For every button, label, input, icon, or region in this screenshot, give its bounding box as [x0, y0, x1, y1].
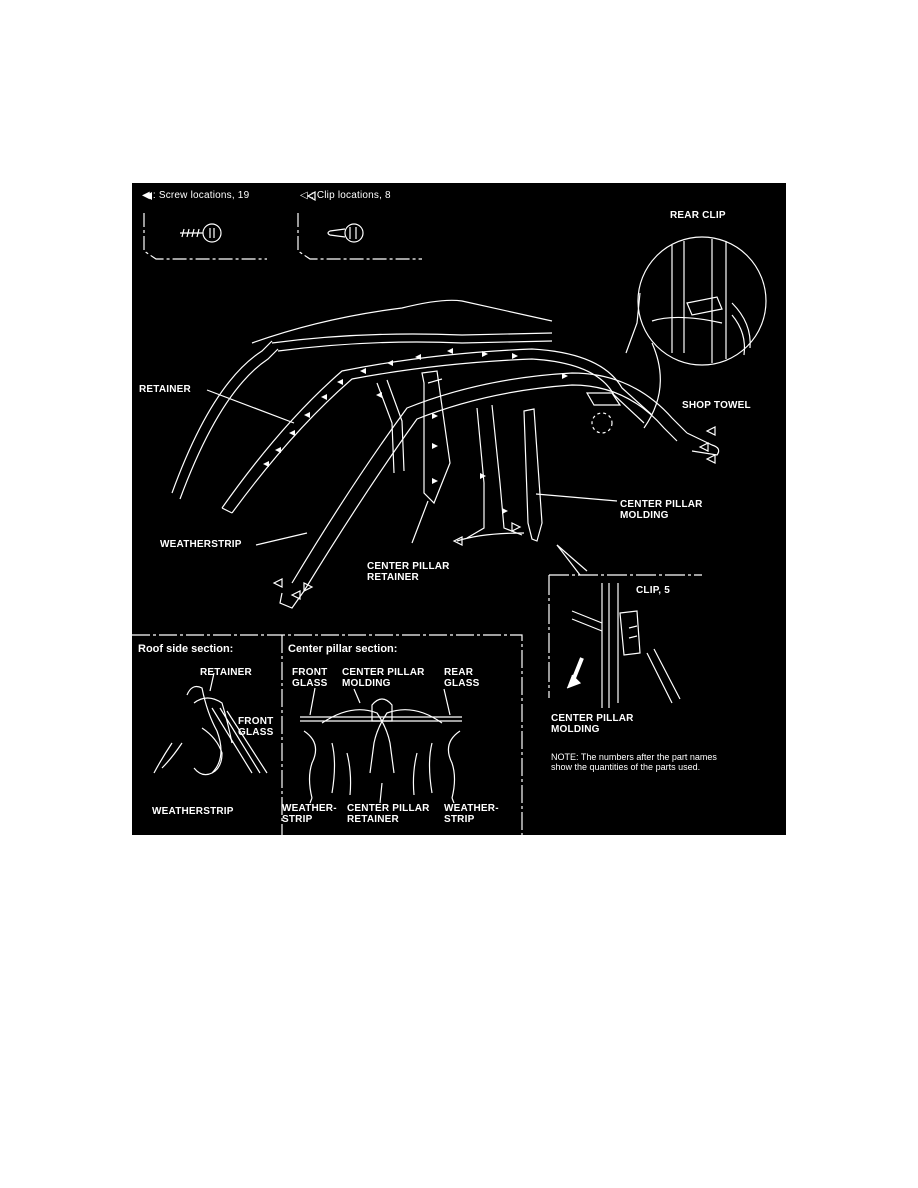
center-pillar-molding-shape: [523, 408, 543, 542]
quantities-note: NOTE: The numbers after the part names s…: [551, 752, 717, 772]
pillar-section-center-pillar-retainer-label: CENTER PILLAR RETAINER: [347, 803, 430, 825]
clip-locations-label: ◁ : Clip locations, 8: [300, 190, 391, 201]
roof-section-retainer-label: RETAINER: [200, 667, 252, 678]
screw-icon: [180, 223, 222, 243]
center-pillar-molding-detail-label: CENTER PILLAR MOLDING: [551, 713, 634, 735]
clip-legend-bracket: [297, 213, 422, 260]
screw-locations-label: ◀ : Screw locations, 19: [142, 190, 250, 201]
weatherstrip-outline: [291, 372, 688, 584]
clip-markers: [272, 190, 716, 600]
pillar-section-front-glass-label: FRONT GLASS: [292, 667, 328, 689]
pillar-section-weatherstrip-right-label: WEATHER- STRIP: [444, 803, 499, 825]
center-pillar-section-title: Center pillar section:: [288, 643, 398, 655]
roof-outline: [251, 299, 553, 344]
weatherstrip-label: WEATHERSTRIP: [160, 539, 242, 550]
center-pillar-retainer-shape: [421, 370, 451, 505]
clip-icon: [327, 223, 364, 243]
screw-legend-bracket: [143, 213, 267, 260]
roof-side-section-title: Roof side section:: [138, 643, 234, 655]
screw-legend-marker: [145, 192, 152, 200]
roof-section-front-glass-label: FRONT GLASS: [238, 716, 274, 738]
screw-markers: [145, 192, 568, 514]
pillar-section-rear-glass-label: REAR GLASS: [444, 667, 480, 689]
center-pillar-retainer-label: CENTER PILLAR RETAINER: [367, 561, 450, 583]
roof-section-weatherstrip-label: WEATHERSTRIP: [152, 806, 234, 817]
roof-molding-diagram: ◀ : Screw locations, 19 ◁ : Clip locatio…: [132, 183, 786, 835]
clip-5-label: CLIP, 5: [636, 585, 671, 596]
shop-towel-label: SHOP TOWEL: [682, 400, 751, 411]
pillar-section-center-pillar-molding-label: CENTER PILLAR MOLDING: [342, 667, 425, 689]
rear-clip-label: REAR CLIP: [670, 210, 726, 221]
rear-clip-detail-circle: [637, 236, 767, 366]
diagram-artwork: [132, 190, 767, 835]
clip-legend-marker: [306, 190, 316, 202]
retainer-label: RETAINER: [139, 384, 191, 395]
center-pillar-molding-label: CENTER PILLAR MOLDING: [620, 499, 703, 521]
pillar-section-weatherstrip-left-label: WEATHER- STRIP: [282, 803, 337, 825]
